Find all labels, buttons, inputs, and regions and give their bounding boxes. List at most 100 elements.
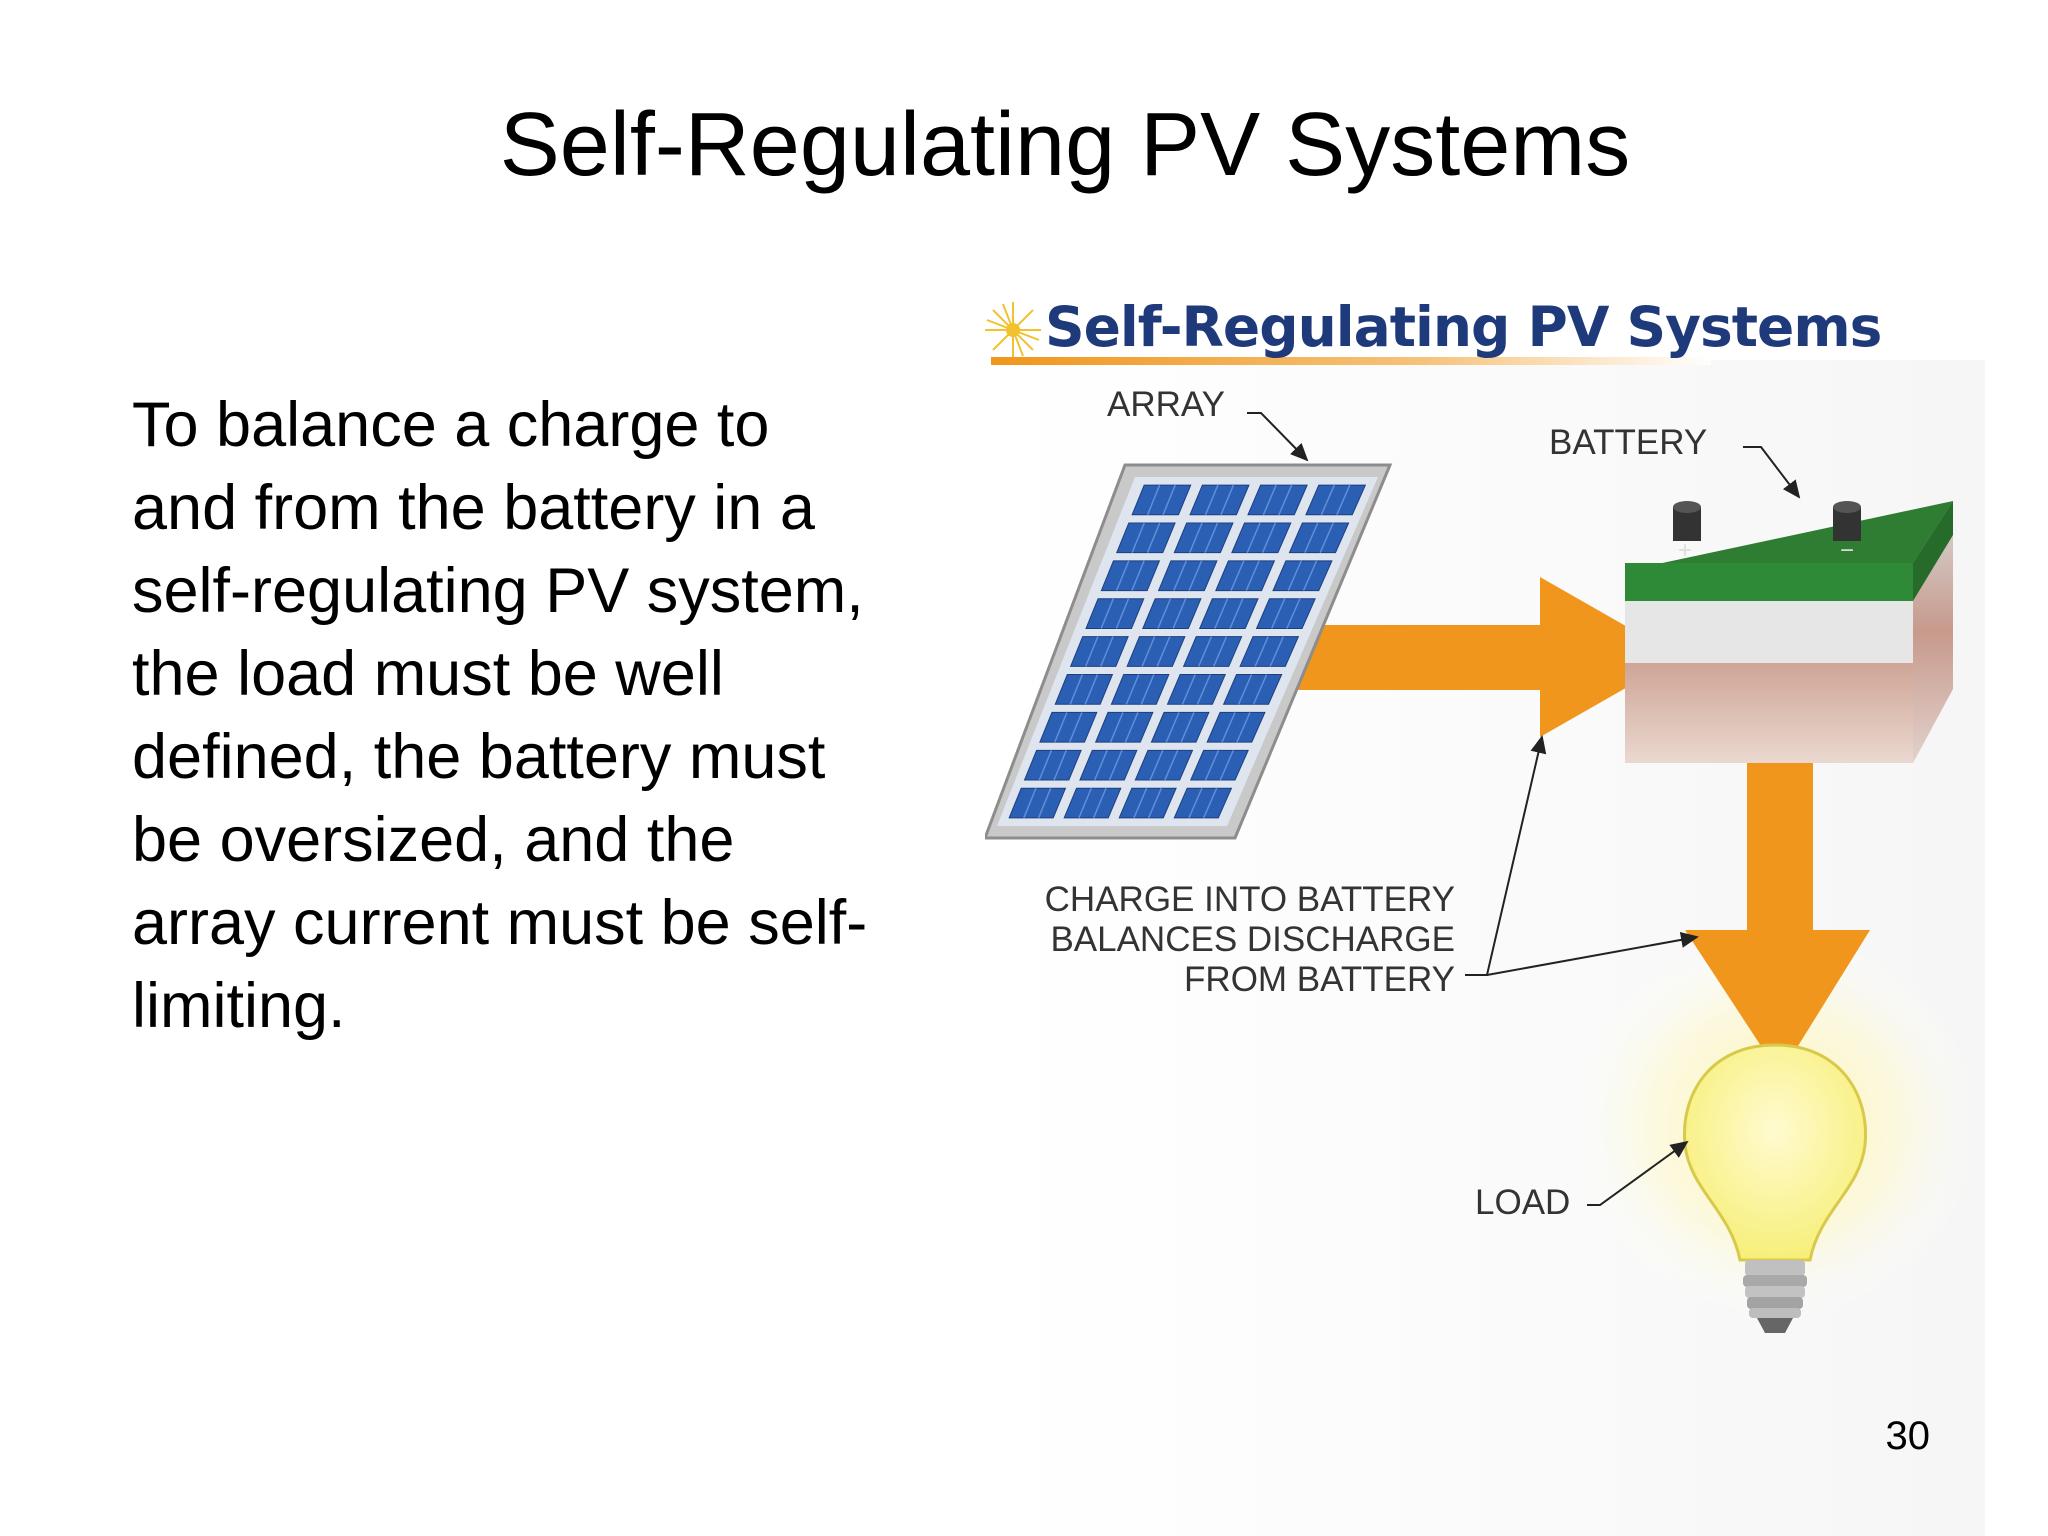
cell-stripe	[1252, 674, 1268, 705]
solar-cell	[1189, 484, 1250, 516]
array-label: ARRAY	[1107, 385, 1225, 424]
solar-cell	[1039, 711, 1098, 743]
cell-stripe	[1085, 636, 1099, 667]
cell-stripe	[1219, 750, 1235, 781]
discharge-arrow	[1685, 763, 1870, 1075]
solar-cell	[1206, 711, 1266, 743]
solar-cell	[1079, 749, 1138, 781]
cell-stripe	[1188, 787, 1203, 819]
solar-cell	[1215, 560, 1276, 592]
solar-cell	[1100, 560, 1161, 592]
cell-stripe	[1236, 712, 1251, 743]
cell-stripe	[1204, 522, 1219, 553]
cell-stripe	[1220, 484, 1235, 516]
figure-illustration	[985, 302, 1985, 1536]
cell-stripe	[1269, 636, 1284, 667]
cell-stripe	[1181, 674, 1196, 705]
cell-stripe	[1147, 787, 1163, 819]
cell-stripe	[1146, 522, 1161, 553]
cell-stripe	[1196, 674, 1211, 705]
cell-stripe	[1204, 750, 1220, 781]
body-text: To balance a charge to and from the batt…	[132, 384, 972, 1048]
pv-system-figure: Self-Regulating PV Systems ARRAY BATTERY…	[985, 285, 1985, 1536]
cell-stripe	[1162, 484, 1176, 516]
solar-cell	[1157, 560, 1218, 592]
solar-cell	[1131, 484, 1192, 516]
cell-stripe	[1254, 636, 1269, 667]
figure-title: Self-Regulating PV Systems	[1045, 295, 1882, 359]
body-line: limiting.	[132, 971, 346, 1041]
cell-stripe	[1125, 674, 1140, 705]
cell-stripe	[1023, 787, 1037, 819]
cell-stripe	[1278, 484, 1293, 516]
cell-stripe	[1109, 712, 1124, 743]
callout-line: FROM BATTERY	[1184, 960, 1455, 999]
cell-stripe	[1100, 598, 1114, 629]
cell-stripe	[1140, 674, 1155, 705]
cell-stripe	[1092, 787, 1107, 819]
callout-line: CHARGE INTO BATTERY	[1044, 880, 1455, 919]
cell-stripe	[1037, 787, 1052, 819]
cell-stripe	[1213, 636, 1228, 667]
charge-arrow	[1255, 577, 1680, 737]
solar-cell	[1094, 711, 1154, 743]
cell-stripe	[1245, 560, 1260, 591]
body-line: be oversized, and the	[132, 805, 735, 875]
light-bulb-icon	[1682, 1043, 1868, 1333]
cell-stripe	[1131, 560, 1145, 591]
callout-text: CHARGE INTO BATTERY BALANCES DISCHARGE F…	[1010, 880, 1455, 1000]
solar-cell	[1008, 787, 1067, 819]
solar-cell	[1110, 674, 1170, 705]
cell-stripe	[1261, 522, 1277, 553]
cell-stripe	[1038, 750, 1053, 781]
cell-stripe	[1286, 598, 1301, 629]
cell-stripe	[1188, 560, 1203, 591]
solar-cell	[1085, 598, 1145, 629]
cell-stripe	[1131, 522, 1145, 553]
solar-panel	[985, 463, 1393, 840]
cell-stripe	[1141, 636, 1156, 667]
cell-stripe	[1188, 522, 1203, 553]
solar-cell	[1272, 560, 1333, 592]
cell-stripe	[1302, 560, 1318, 591]
cell-stripe	[1230, 560, 1245, 591]
cell-stripe	[1304, 522, 1319, 553]
cell-stripe	[1180, 712, 1195, 743]
plus-sign: +	[1678, 537, 1693, 564]
cell-stripe	[1237, 674, 1253, 705]
cell-stripe	[1115, 598, 1130, 629]
cell-stripe	[1221, 712, 1236, 743]
cell-stripe	[1319, 522, 1334, 553]
solar-cell	[1150, 711, 1210, 743]
load-label: LOAD	[1475, 1183, 1571, 1222]
cell-stripe	[1164, 750, 1179, 781]
cell-stripe	[1172, 598, 1187, 629]
solar-cell	[1189, 749, 1249, 781]
cell-stripe	[1068, 712, 1083, 743]
negative-terminal-icon	[1833, 501, 1861, 541]
cell-stripe	[1287, 560, 1302, 591]
sun-logo-icon	[985, 302, 1041, 358]
cell-stripe	[1133, 787, 1148, 819]
cell-stripe	[1173, 560, 1187, 591]
cell-stripe	[1100, 636, 1114, 667]
solar-cell	[1173, 787, 1233, 819]
cell-stripe	[1146, 484, 1161, 516]
page-number: 30	[1885, 1414, 1931, 1458]
cell-stripe	[1336, 484, 1351, 516]
cell-stripe	[1229, 598, 1244, 629]
solar-cell	[1247, 484, 1308, 516]
body-line: the load must be well	[132, 639, 724, 709]
solar-cell	[1023, 749, 1082, 781]
positive-terminal-icon	[1673, 501, 1701, 541]
cell-stripe	[1246, 522, 1261, 553]
banner-underline	[991, 357, 1711, 365]
body-line: defined, the battery must	[132, 722, 826, 792]
cell-stripe	[1149, 750, 1164, 781]
cell-stripe	[1124, 712, 1139, 743]
cell-stripe	[1157, 598, 1172, 629]
cell-stripe	[1094, 750, 1108, 781]
cell-stripe	[1084, 674, 1099, 705]
cell-stripe	[1115, 560, 1130, 591]
minus-sign: −	[1840, 537, 1855, 564]
